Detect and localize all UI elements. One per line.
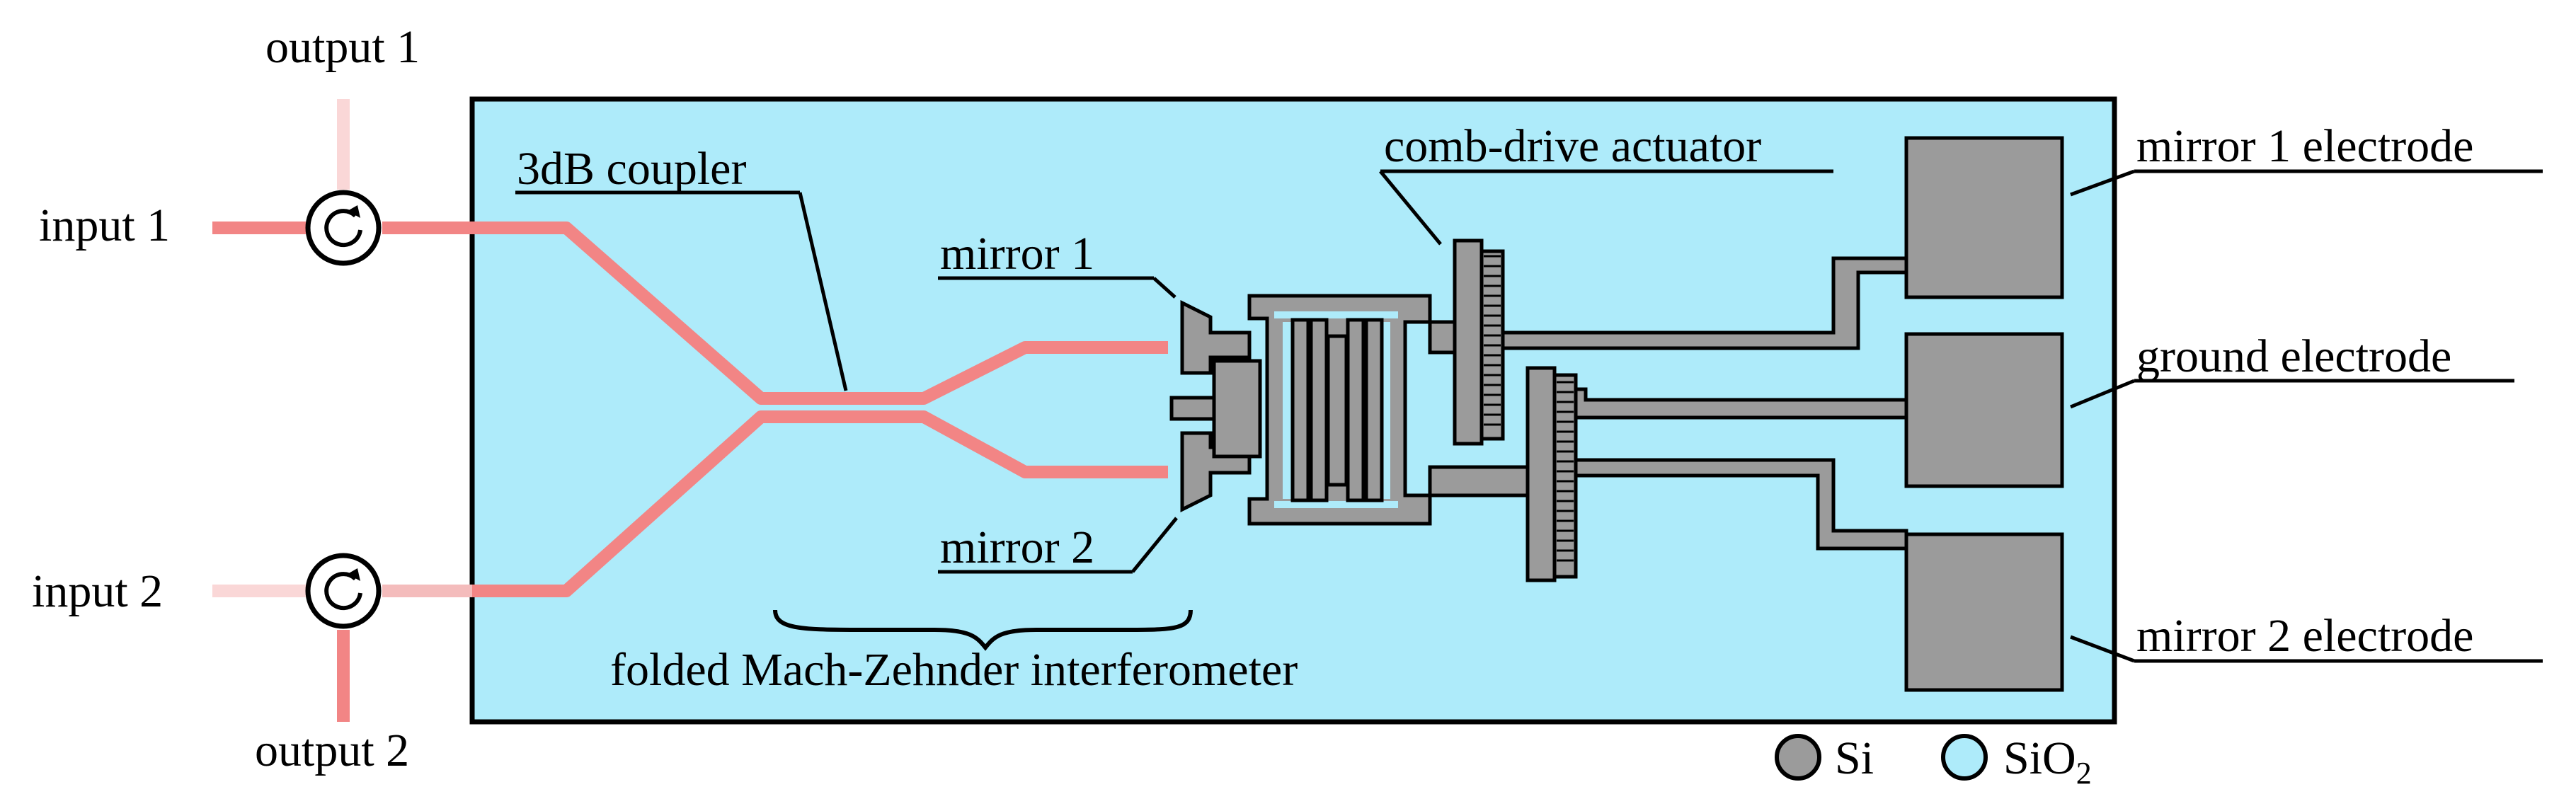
leader-mirror2-electrode bbox=[2070, 635, 2135, 663]
label-folded-mzi: folded Mach-Zehnder interferometer bbox=[610, 644, 1298, 696]
label-mirror2-electrode: mirror 2 electrode bbox=[2136, 610, 2473, 662]
comb1-rotor bbox=[1453, 238, 1484, 446]
label-input2: input 2 bbox=[32, 565, 163, 617]
leader-3db-coupler bbox=[798, 192, 848, 391]
ground-electrode-pad bbox=[1904, 332, 2064, 488]
legend-si-swatch bbox=[1775, 734, 1821, 781]
comb2-rotor bbox=[1525, 366, 1557, 582]
spring-beam-2 bbox=[1309, 318, 1329, 502]
legend-sio2-label: SiO2 bbox=[2003, 732, 2092, 790]
spring-beam-1 bbox=[1290, 318, 1310, 502]
label-output1: output 1 bbox=[265, 21, 420, 73]
waveguide-lower-arm bbox=[472, 410, 1168, 597]
mems-silicon-structure bbox=[1169, 136, 2064, 692]
shuttle-body bbox=[1212, 359, 1262, 459]
spring-gap-1 bbox=[1274, 311, 1398, 318]
circulator-icon bbox=[305, 553, 382, 629]
waveguide-upper-arm bbox=[472, 222, 1168, 405]
legend: Si SiO2 bbox=[1775, 732, 2092, 790]
comb1-fingers bbox=[1484, 255, 1501, 426]
label-comb-drive: comb-drive actuator bbox=[1384, 120, 1761, 172]
lower-arm bbox=[1428, 465, 1531, 497]
comb2-stator bbox=[1552, 373, 1578, 579]
label-mirror1-electrode: mirror 1 electrode bbox=[2136, 120, 2473, 172]
legend-sio2-swatch bbox=[1941, 734, 1988, 781]
label-input1: input 1 bbox=[39, 200, 170, 251]
label-mirror1: mirror 1 bbox=[940, 228, 1094, 280]
label-ground-electrode: ground electrode bbox=[2136, 330, 2451, 382]
mirror2-electrode-pad bbox=[1904, 532, 2064, 692]
leader-mirror1 bbox=[1152, 277, 1177, 299]
spring-gap-3 bbox=[1283, 322, 1293, 499]
label-output2: output 2 bbox=[255, 725, 409, 776]
circulator-icon bbox=[305, 190, 382, 266]
label-3db-coupler: 3dB coupler bbox=[517, 143, 746, 195]
spring-beam-4 bbox=[1346, 318, 1366, 502]
spring-gap-2 bbox=[1274, 501, 1398, 508]
leader-mirror1-electrode bbox=[2070, 169, 2135, 197]
spring-beam-3 bbox=[1364, 318, 1384, 502]
proof-mass bbox=[1326, 334, 1349, 487]
legend-si-label: Si bbox=[1835, 732, 1874, 784]
comb2-fingers bbox=[1557, 381, 1574, 562]
shuttle-beam bbox=[1169, 396, 1218, 421]
mirror-1-shape bbox=[1180, 299, 1252, 375]
waveguides bbox=[212, 99, 1168, 722]
mzi-brace bbox=[773, 609, 1193, 651]
mirror1-electrode-pad bbox=[1904, 136, 2064, 299]
leader-mirror2 bbox=[1131, 517, 1178, 573]
leader-comb-drive bbox=[1379, 170, 1442, 246]
label-mirror2: mirror 2 bbox=[940, 522, 1094, 573]
leader-ground-electrode bbox=[2070, 379, 2135, 409]
